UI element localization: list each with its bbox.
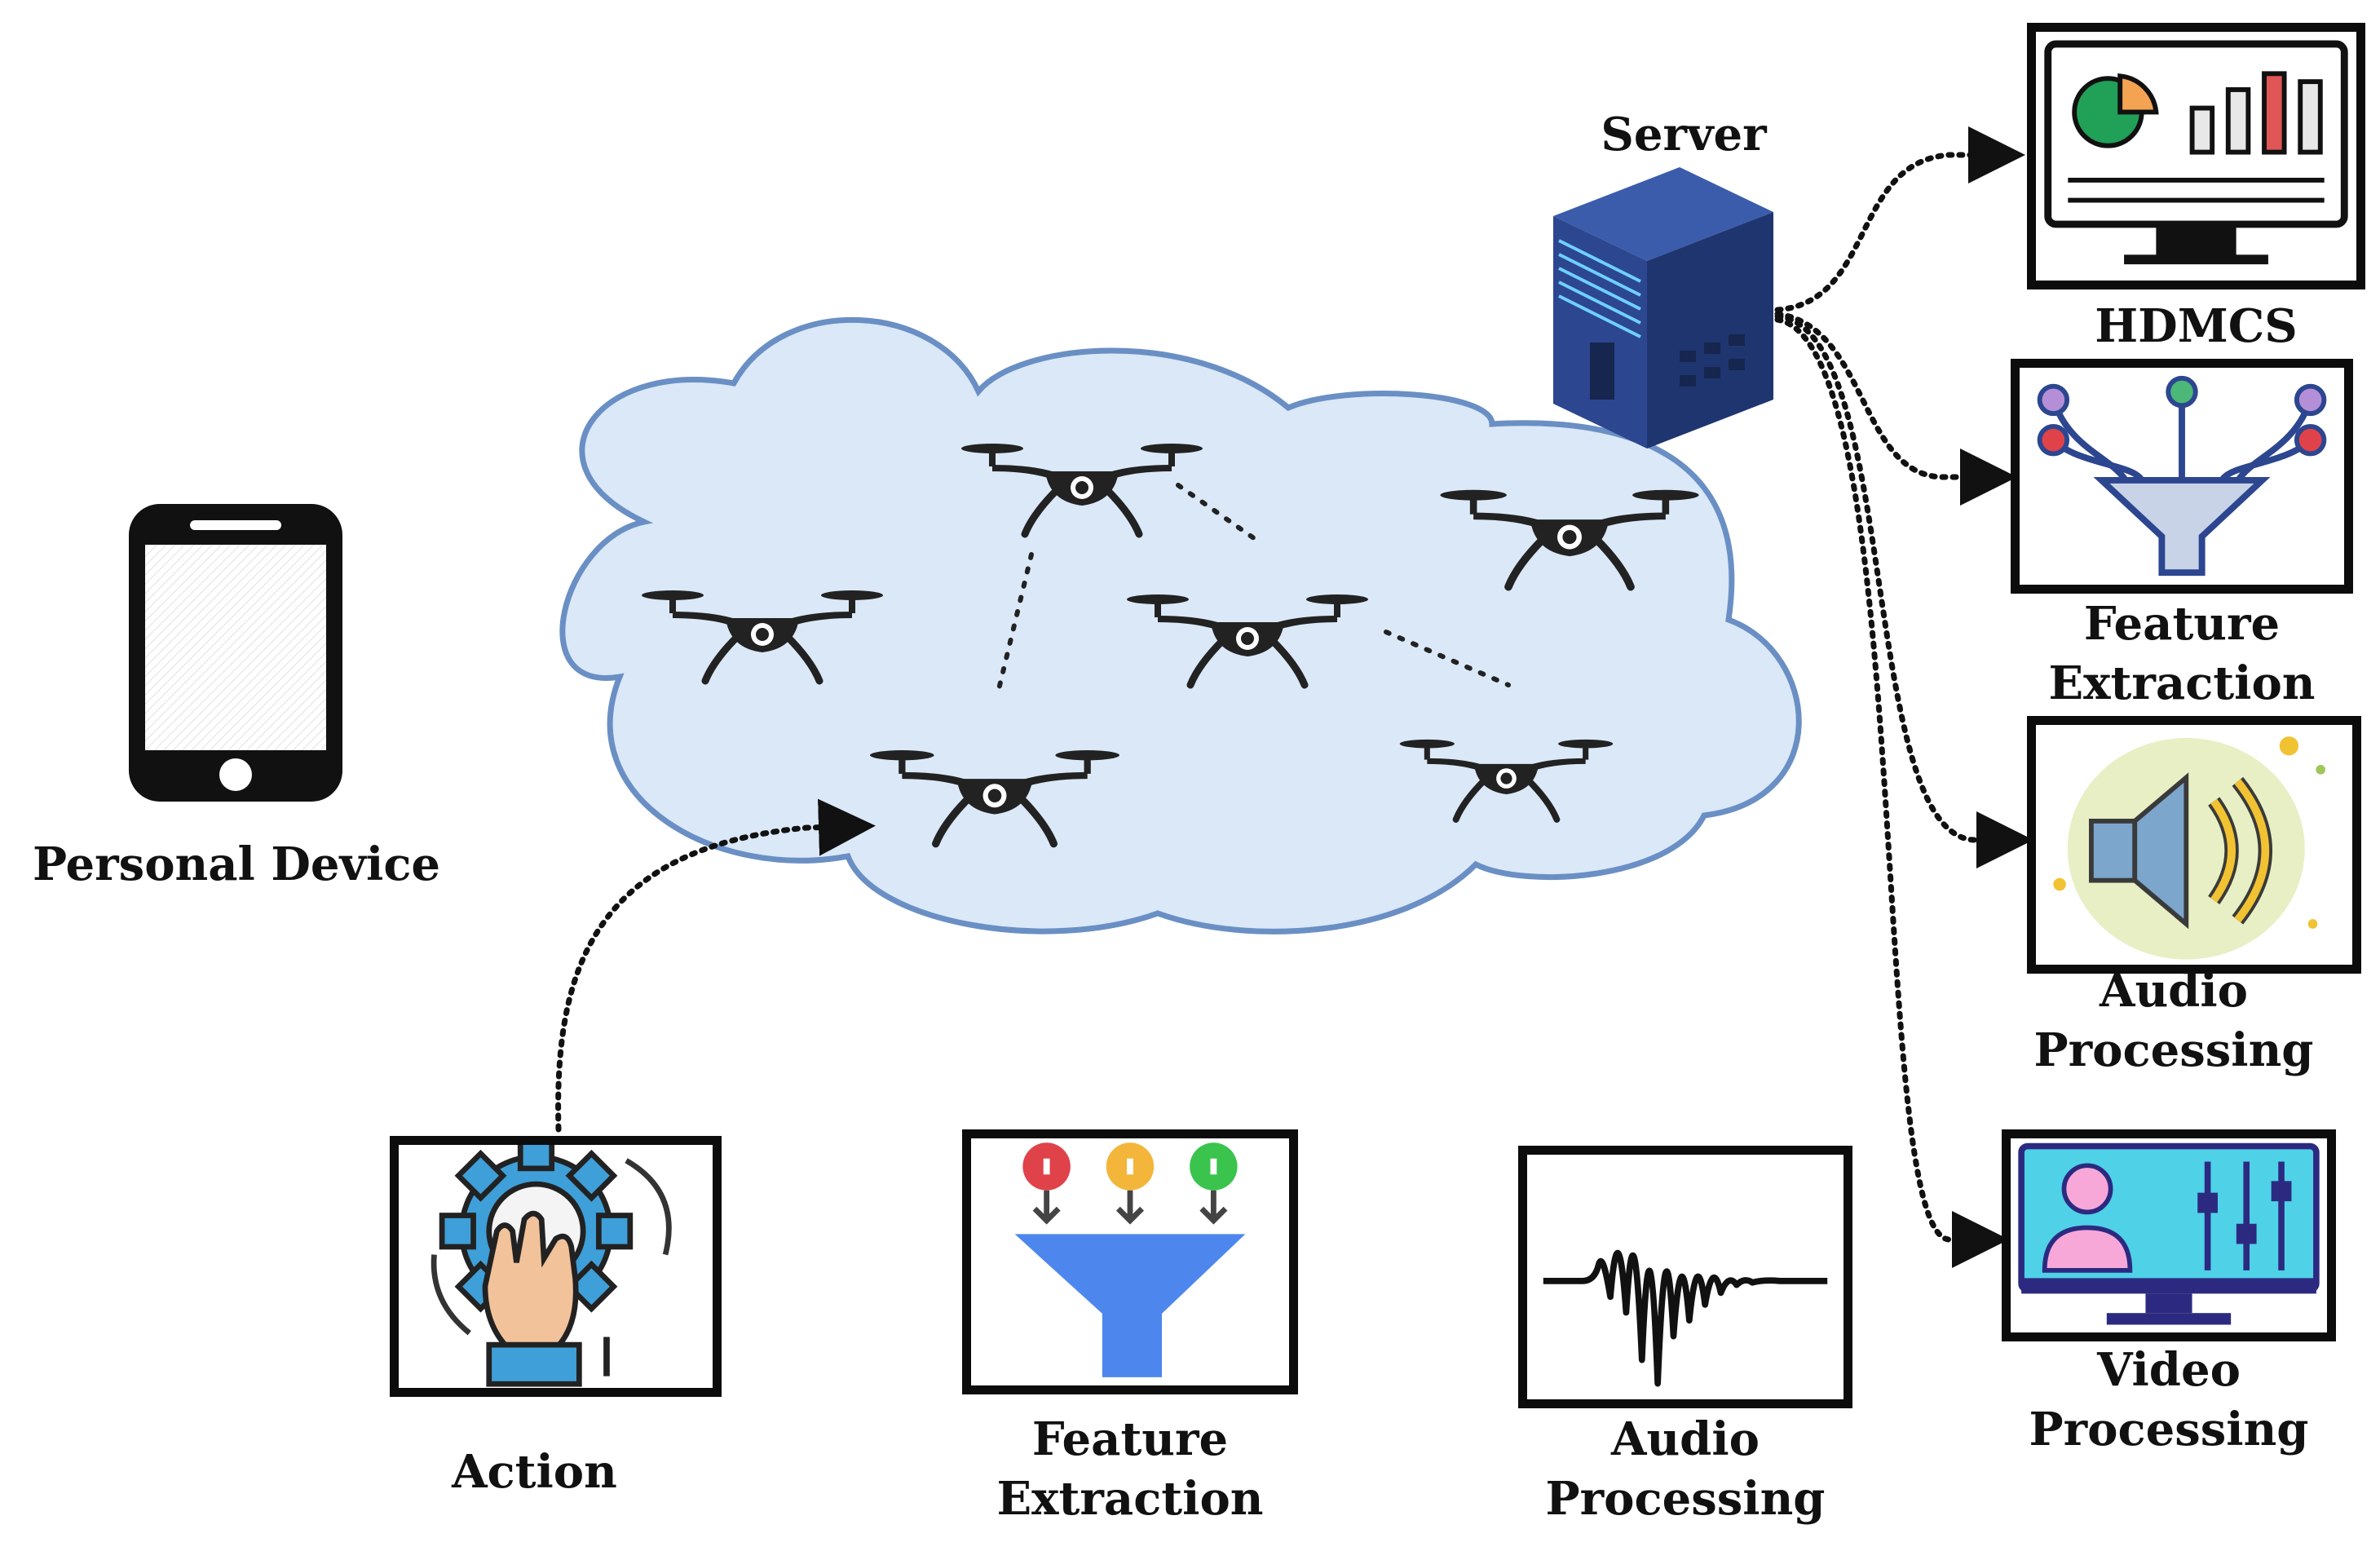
video-processing-label-1: Video bbox=[2097, 1343, 2241, 1397]
feature-extraction-bottom-box bbox=[962, 1129, 1298, 1394]
hdmcs-label: HDMCS bbox=[2095, 299, 2298, 353]
speaker-icon bbox=[2053, 736, 2326, 960]
audio-processing-right-label-2: Processing bbox=[2033, 1023, 2314, 1077]
audio-processing-bottom-label-1: Audio bbox=[1611, 1412, 1760, 1466]
feature-extraction-bottom-label-1: Feature bbox=[1031, 1412, 1229, 1466]
action-label: Action bbox=[452, 1445, 617, 1499]
smartphone-icon bbox=[129, 504, 342, 802]
audio-processing-bottom-box bbox=[1518, 1146, 1852, 1408]
audio-processing-right-label-1: Audio bbox=[2100, 964, 2248, 1018]
audio-processing-bottom-label-2: Processing bbox=[1545, 1472, 1826, 1526]
filter-funnel-icon bbox=[2037, 375, 2327, 577]
feature-extraction-bottom-label-2: Extraction bbox=[996, 1472, 1264, 1526]
video-monitor-icon bbox=[2018, 1142, 2320, 1325]
hand-gear-icon bbox=[431, 1145, 672, 1387]
server-label: Server bbox=[1601, 108, 1767, 161]
filter-funnel-icon bbox=[1014, 1142, 1246, 1377]
audio-processing-right-box bbox=[2027, 716, 2361, 974]
server-rack-icon bbox=[1553, 167, 1773, 449]
feature-extraction-right-label-2: Extraction bbox=[2048, 656, 2316, 710]
sound-wave-icon bbox=[1543, 1249, 1828, 1387]
feature-extraction-right-label-1: Feature bbox=[2083, 597, 2281, 651]
server-connectors bbox=[555, 126, 2033, 1268]
action-box bbox=[390, 1136, 722, 1397]
feature-extraction-right-box bbox=[2011, 359, 2353, 594]
personal-device-label: Personal Device bbox=[32, 837, 441, 891]
video-processing-box bbox=[2002, 1129, 2336, 1341]
hdmcs-box bbox=[2027, 23, 2365, 289]
video-processing-label-2: Processing bbox=[2029, 1403, 2309, 1456]
monitor-dashboard-icon bbox=[2044, 40, 2348, 265]
drone-links bbox=[996, 483, 1511, 692]
